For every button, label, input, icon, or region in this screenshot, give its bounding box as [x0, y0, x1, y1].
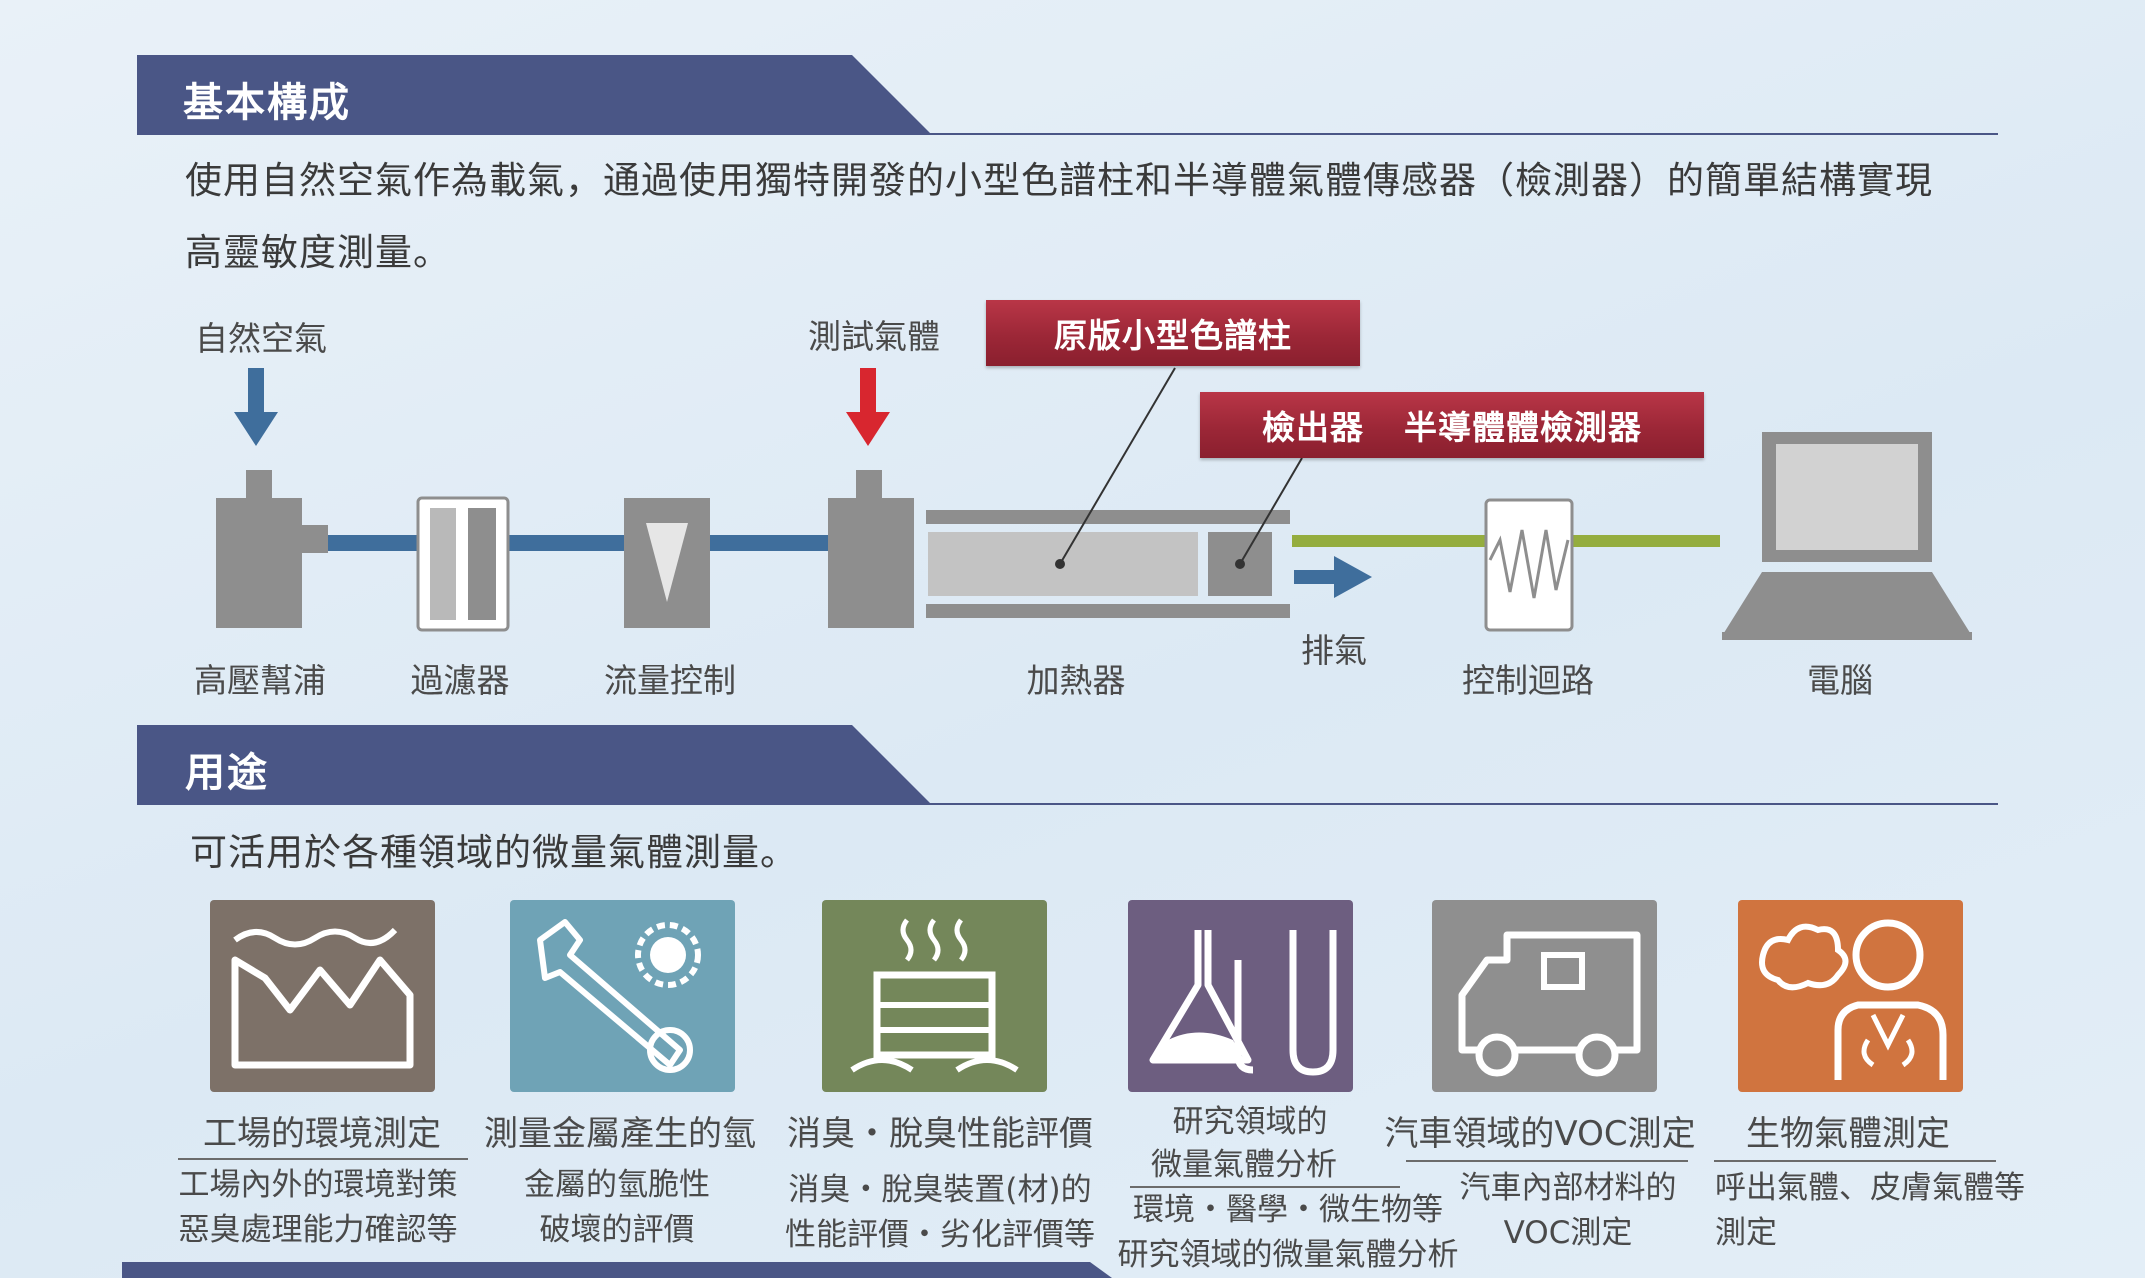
- app-tile-automotive: [1432, 900, 1657, 1092]
- pump-label: 高壓幫浦: [194, 661, 326, 700]
- detector-callout: 檢出器 半導體體檢測器: [1200, 392, 1704, 458]
- basic-description-line2: 高靈敏度測量。: [185, 231, 451, 274]
- section-header-basic: [137, 55, 1998, 135]
- basic-description-line1: 使用自然空氣作為載氣，通過使用獨特開發的小型色譜柱和半導體氣體傳感器（檢測器）的…: [185, 159, 1933, 202]
- truck-icon: [1458, 931, 1641, 1077]
- column-leader-line: [1059, 367, 1176, 565]
- app-tile-factory: [210, 900, 435, 1092]
- computer-icon: [1722, 432, 1972, 640]
- carrier-pipe: [320, 535, 840, 551]
- wrench-gear-icon: [537, 919, 701, 1073]
- section-title-basic: 基本構成: [183, 80, 351, 126]
- app-desc-biogas: 呼出氣體、皮膚氣體等 測定: [1715, 1170, 2025, 1251]
- section-header-use: [137, 725, 1998, 805]
- app-title-research-line1: 研究領域的: [1172, 1104, 1328, 1140]
- use-description: 可活用於各種領域的微量氣體測量。: [190, 831, 798, 874]
- app-desc-deodorize: 消臭・脫臭裝置(材)的 性能評價・劣化評價等: [785, 1172, 1095, 1253]
- breath-icon: [1759, 919, 1947, 1080]
- app-title-deodorize: 消臭・脫臭性能評價: [787, 1114, 1093, 1154]
- heater-label: 加熱器: [1026, 661, 1126, 700]
- filter-label: 過濾器: [410, 661, 510, 700]
- control-circuit-label: 控制迴路: [1462, 661, 1594, 700]
- flow-control-unit: [624, 498, 710, 628]
- exhaust-arrow: [1294, 556, 1372, 598]
- pump-unit: [216, 470, 328, 628]
- app-tile-biogas: [1738, 900, 1963, 1092]
- app-tile-research: [1128, 900, 1353, 1092]
- factory-icon: [231, 927, 414, 1069]
- app-title-metal: 測量金屬產生的氫: [484, 1114, 756, 1154]
- app-title-research-line2: 微量氣體分析: [1151, 1147, 1337, 1183]
- control-circuit-unit: [1484, 498, 1574, 632]
- test-gas-arrow: [846, 368, 890, 446]
- app-desc-metal: 金屬的氫脆性 破壞的評價: [524, 1167, 710, 1248]
- app-divider-biogas: [1714, 1160, 1996, 1162]
- app-divider-research: [1130, 1186, 1400, 1188]
- app-desc-factory: 工場內外的環境對策 惡臭處理能力確認等: [178, 1167, 458, 1248]
- section-title-use: 用途: [185, 750, 269, 796]
- detector-callout-text-b: 半導體體檢測器: [1404, 408, 1642, 447]
- filter-unit: [416, 496, 510, 632]
- app-desc-research: 環境・醫學・微生物等 研究領域的微量氣體分析: [1117, 1192, 1459, 1273]
- system-diagram: [216, 367, 1972, 640]
- detector-leader-line: [1239, 457, 1303, 565]
- app-title-automotive: 汽車領域的VOC測定: [1384, 1114, 1696, 1154]
- app-desc-automotive: 汽車內部材料的 VOC測定: [1459, 1170, 1677, 1251]
- app-divider-factory: [178, 1158, 468, 1160]
- deodorize-icon: [850, 918, 1019, 1073]
- natural-air-arrow: [234, 368, 278, 446]
- app-title-factory: 工場的環境測定: [203, 1114, 441, 1154]
- detector-callout-text-a: 檢出器: [1262, 408, 1364, 447]
- gas-inlet-unit: [828, 470, 914, 628]
- app-tile-metal: [510, 900, 735, 1092]
- computer-label: 電腦: [1807, 661, 1873, 700]
- bottom-band: [122, 1262, 1112, 1278]
- test-gas-label: 測試氣體: [808, 317, 940, 356]
- original-column-callout-text: 原版小型色譜柱: [1054, 316, 1292, 355]
- app-divider-automotive: [1406, 1160, 1688, 1162]
- app-title-biogas: 生物氣體測定: [1746, 1114, 1950, 1154]
- app-tile-deodorize: [822, 900, 1047, 1092]
- exhaust-label: 排氣: [1301, 631, 1367, 670]
- flask-icon: [1149, 930, 1337, 1076]
- original-column-callout: 原版小型色譜柱: [986, 300, 1360, 366]
- flow-control-label: 流量控制: [604, 661, 736, 700]
- natural-air-label: 自然空氣: [195, 319, 327, 358]
